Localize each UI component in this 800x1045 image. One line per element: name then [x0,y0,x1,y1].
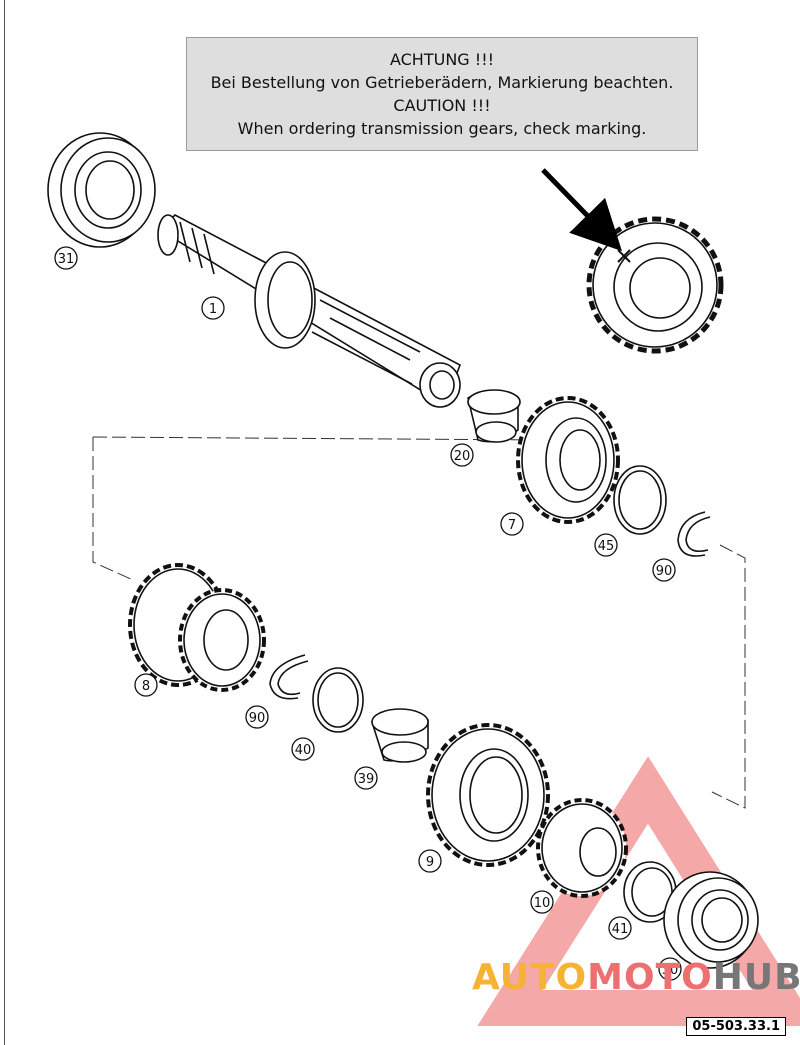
page-border-line [4,0,5,1045]
callout-markers: 31 1 20 7 45 90 8 90 40 39 9 10 41 30 [54,246,682,981]
svg-text:10: 10 [534,896,551,911]
callout-20: 20 [450,443,474,467]
svg-text:90: 90 [656,564,673,579]
callout-10: 10 [530,890,554,914]
bushing-39 [371,708,429,763]
callout-31: 31 [54,246,78,270]
callout-8: 8 [134,673,158,697]
svg-text:45: 45 [598,539,615,554]
callout-90-lower: 90 [245,705,269,729]
svg-text:41: 41 [612,922,629,937]
watermark-text: AUTOMOTOHUB [472,957,800,998]
gear-8 [128,563,266,692]
assembly-dashed-lines [92,436,746,809]
watermark-part-auto: AUTO [472,957,588,998]
callout-39: 39 [354,766,378,790]
caution-notice-box: ACHTUNG !!! Bei Bestellung von Getrieber… [186,37,698,151]
marking-arrow [541,168,622,252]
svg-text:90: 90 [249,711,266,726]
notice-line-en-text: When ordering transmission gears, check … [237,119,647,138]
svg-text:8: 8 [142,679,150,694]
notice-line-de-heading: ACHTUNG !!! [389,50,495,69]
ring-45 [613,465,667,535]
ring-40 [312,667,364,733]
notice-line-en-heading: CAUTION !!! [393,96,491,115]
circlip-90-lower [269,654,309,700]
svg-text:30: 30 [662,963,679,978]
bushing-20 [467,389,521,443]
watermark-part-hub: HUB [712,957,800,998]
callout-30: 30 [658,957,682,981]
svg-text:40: 40 [295,743,312,758]
svg-text:31: 31 [58,252,75,267]
svg-text:1: 1 [209,302,217,317]
callout-9: 9 [418,849,442,873]
gear-9 [426,723,550,867]
notice-line-de-text: Bei Bestellung von Getrieberädern, Marki… [210,73,674,92]
callout-45: 45 [594,533,618,557]
callout-7: 7 [500,512,524,536]
svg-text:9: 9 [426,855,434,870]
callout-41: 41 [608,916,632,940]
gear-10 [536,798,628,898]
watermark-part-moto: MOTO [587,957,713,998]
svg-text:39: 39 [358,772,375,787]
callout-1: 1 [201,296,225,320]
svg-text:20: 20 [454,449,471,464]
main-shaft-1 [157,214,461,408]
svg-text:7: 7 [508,518,516,533]
bearing-31 [47,132,156,248]
circlip-90-upper [677,511,711,557]
bearing-30 [663,871,759,969]
marked-gear-detail [586,216,724,354]
callout-90-upper: 90 [652,558,676,582]
callout-40: 40 [291,737,315,761]
diagram-reference-code: 05-503.33.1 [686,1017,786,1036]
gear-7 [516,396,620,524]
